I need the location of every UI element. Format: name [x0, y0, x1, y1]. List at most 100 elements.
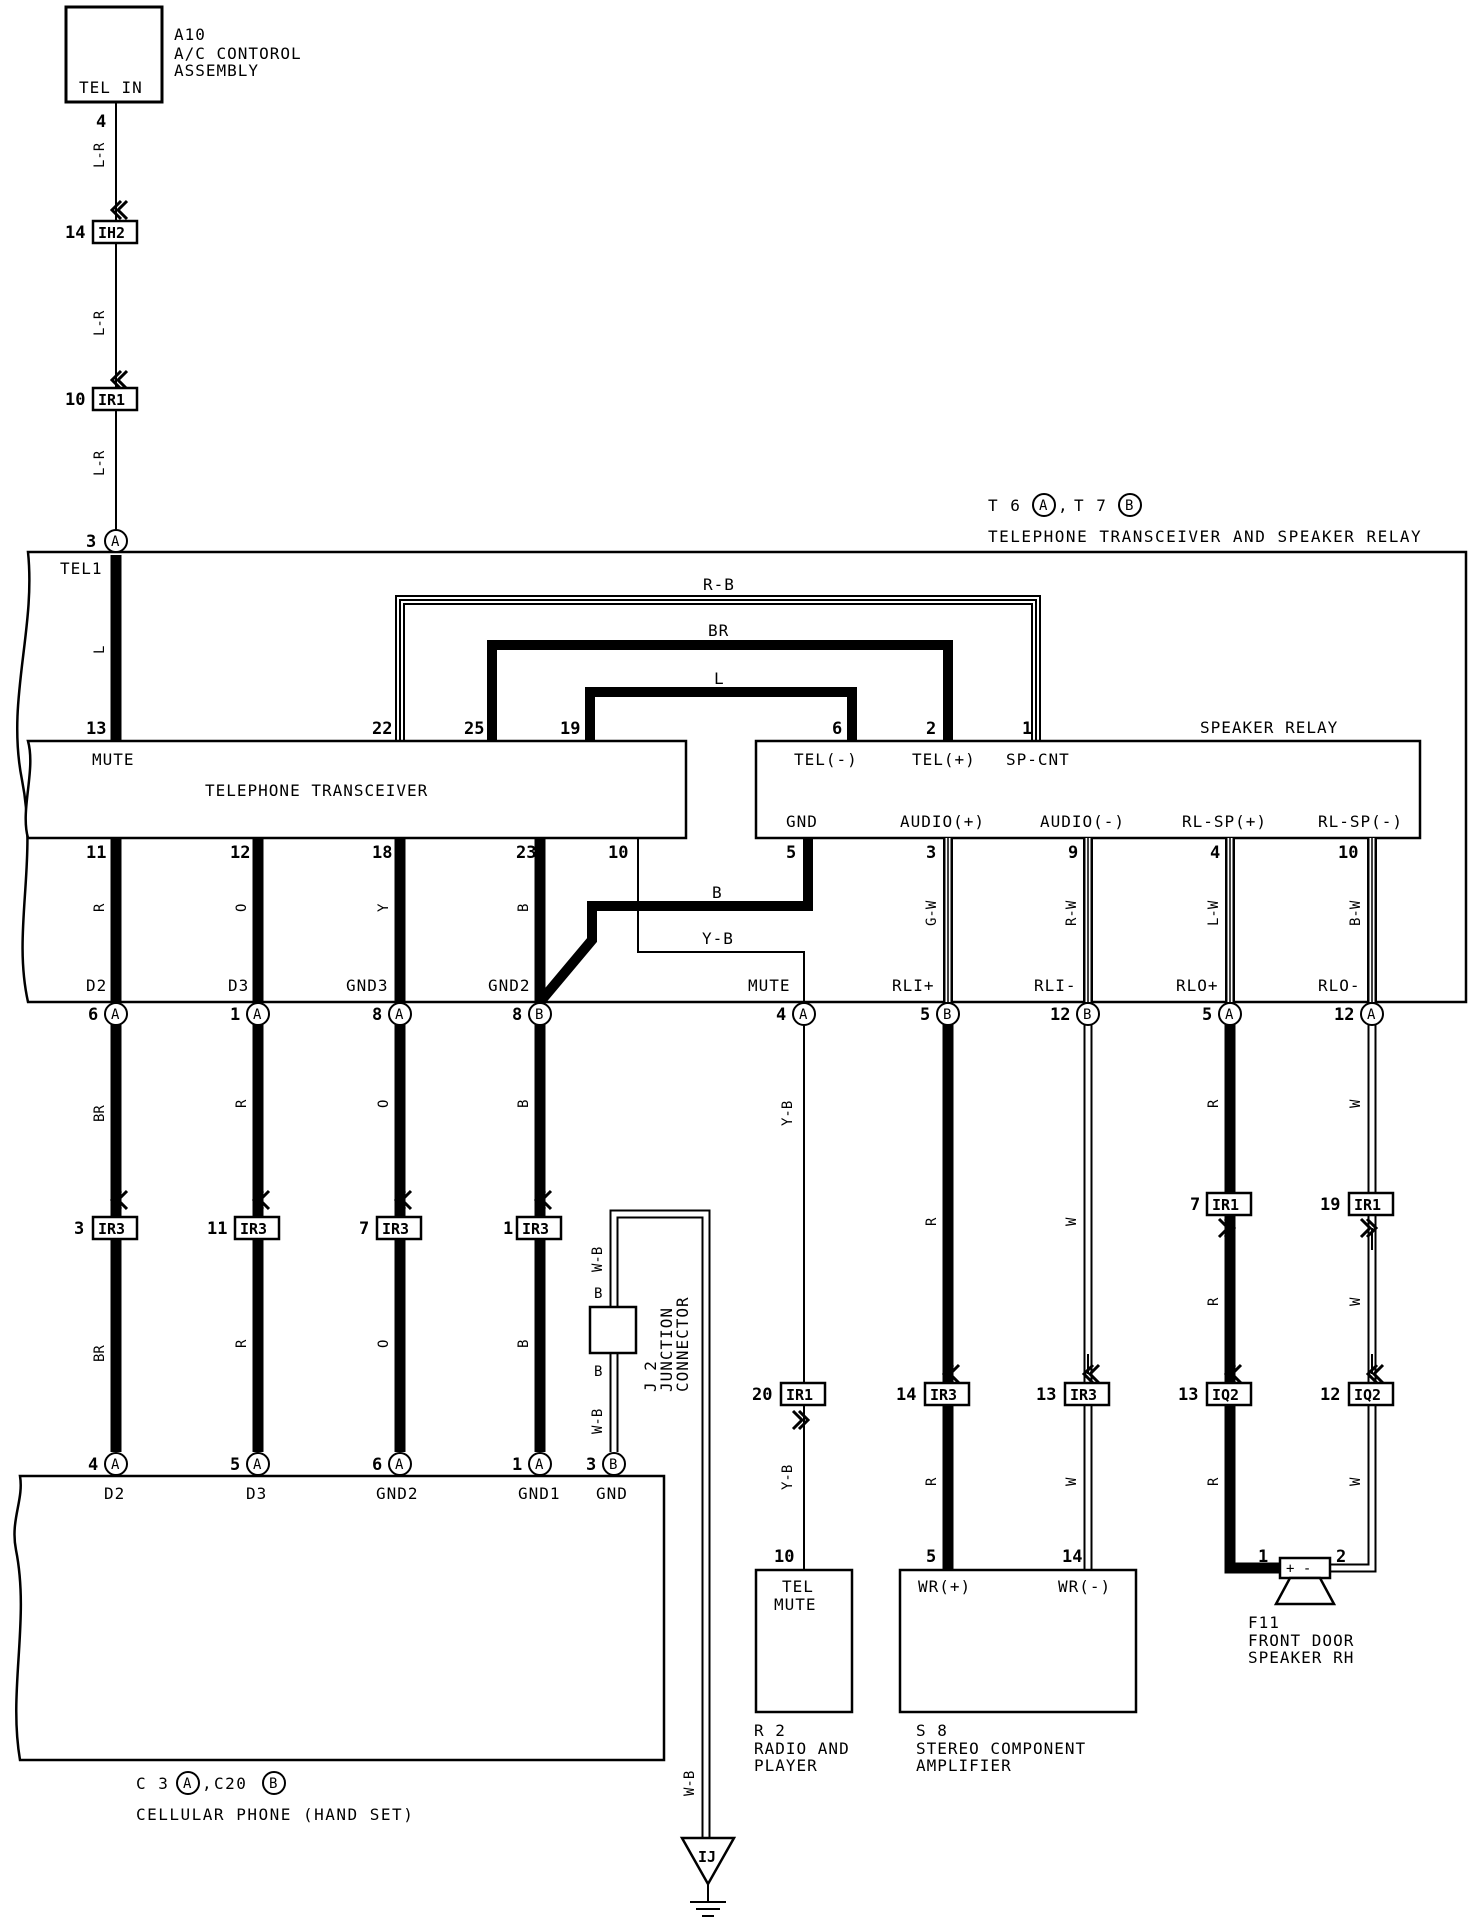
svg-text:R: R: [924, 1477, 940, 1486]
loop-br: BR: [487, 621, 953, 741]
transceiver-pin-10: 10: [608, 843, 628, 863]
svg-text:R: R: [1206, 1477, 1222, 1486]
j2-id: J 2: [641, 1360, 660, 1392]
svg-text:RLI+: RLI+: [892, 976, 935, 995]
svg-text:A: A: [395, 1007, 404, 1023]
svg-text:B: B: [516, 904, 532, 912]
wire-color-l-r-2: L-R: [92, 310, 108, 336]
t6-t7-box: [16, 550, 1468, 1004]
relay-pin-9: 9: [1068, 843, 1078, 863]
svg-text:11: 11: [207, 1219, 227, 1239]
svg-text:8: 8: [372, 1005, 382, 1025]
f11-speaker: R W IR1 7 IR1 19 R W IQ2 13 IQ2 12 R W 1…: [1178, 1099, 1395, 1667]
loop-l: L: [585, 669, 857, 741]
f11-name-line1: FRONT DOOR: [1248, 1631, 1354, 1650]
wire-color-l-r-1: L-R: [92, 142, 108, 168]
svg-text:6: 6: [88, 1005, 98, 1025]
transceiver-mute-label: MUTE: [92, 750, 135, 769]
connector-ir3-d3: IR3 11: [207, 1215, 281, 1241]
svg-text:Y: Y: [376, 903, 392, 912]
connector-ir3-gnd3: IR3 7: [359, 1215, 423, 1241]
svg-text:IR3: IR3: [1070, 1386, 1097, 1404]
svg-text:B: B: [609, 1457, 617, 1473]
svg-text:10: 10: [774, 1547, 794, 1567]
r2-id: R 2: [754, 1721, 786, 1740]
relay-pin-6: 6: [832, 719, 842, 739]
svg-text:O: O: [376, 1100, 392, 1108]
svg-text:A: A: [253, 1457, 262, 1473]
connector-ir1-rlo-plus: IR1 7: [1190, 1191, 1253, 1217]
svg-text:12: 12: [1050, 1005, 1070, 1025]
svg-text:MUTE: MUTE: [774, 1595, 817, 1614]
svg-text:R: R: [92, 903, 108, 912]
relay-rl-sp-plus: RL-SP(+): [1182, 812, 1267, 831]
relay-pin-1: 1: [1022, 719, 1032, 739]
svg-text:20: 20: [752, 1385, 772, 1405]
svg-text:GND2: GND2: [376, 1484, 419, 1503]
transceiver-pin-19: 19: [560, 719, 580, 739]
transceiver-pin-12: 12: [230, 843, 250, 863]
svg-text:B-W: B-W: [1348, 900, 1364, 926]
connector-ih2-pin: 14: [65, 223, 85, 243]
svg-text:5: 5: [230, 1455, 240, 1475]
cellular-phone-box: [13, 1474, 666, 1762]
svg-text:BR: BR: [92, 1105, 108, 1122]
svg-text:1: 1: [512, 1455, 522, 1475]
loop-b-label: B: [712, 883, 723, 902]
relay-tel-minus: TEL(-): [794, 750, 858, 769]
svg-text:3: 3: [74, 1219, 84, 1239]
svg-text:IH2: IH2: [98, 224, 125, 242]
svg-text:WR(-): WR(-): [1058, 1577, 1111, 1596]
svg-text:GND3: GND3: [346, 976, 389, 995]
connector-ir3-wr-plus: IR3 14: [896, 1381, 971, 1407]
svg-text:IR3: IR3: [382, 1220, 409, 1238]
svg-text:8: 8: [512, 1005, 522, 1025]
svg-text:12: 12: [1320, 1385, 1340, 1405]
c3-pin-3b: B 3 GND: [586, 1452, 627, 1503]
pin-4a: A 4: [776, 1002, 816, 1026]
svg-text:5: 5: [920, 1005, 930, 1025]
external-wires: [109, 1014, 1385, 1574]
t6-title-circle-a: A: [1039, 498, 1048, 514]
svg-text:4: 4: [88, 1455, 98, 1475]
loop-b: B: [536, 838, 813, 1006]
svg-text:Y-B: Y-B: [780, 1101, 796, 1126]
svg-text:B: B: [516, 1340, 532, 1348]
svg-text:B: B: [535, 1007, 543, 1023]
svg-text:5: 5: [926, 1547, 936, 1567]
svg-text:+ -: + -: [1286, 1561, 1311, 1577]
svg-text:O: O: [234, 904, 250, 912]
svg-text:4: 4: [776, 1005, 786, 1025]
t6-title-name: TELEPHONE TRANSCEIVER AND SPEAKER RELAY: [988, 527, 1422, 546]
svg-text:C20: C20: [214, 1774, 247, 1793]
transceiver-name: TELEPHONE TRANSCEIVER: [205, 781, 428, 800]
loop-l-label: L: [714, 669, 725, 688]
svg-text:GND1: GND1: [518, 1484, 561, 1503]
relay-audio-minus: AUDIO(-): [1040, 812, 1125, 831]
svg-text:W: W: [1348, 1099, 1364, 1108]
svg-text:W: W: [1348, 1297, 1364, 1306]
svg-text:IR3: IR3: [930, 1386, 957, 1404]
svg-text:R: R: [234, 1339, 250, 1348]
t6-t7-title: T 6 A , T 7 B TELEPHONE TRANSCEIVER AND …: [988, 493, 1422, 546]
svg-text:IQ2: IQ2: [1354, 1386, 1381, 1404]
tel1-pin: A 3 TEL1: [60, 529, 128, 578]
svg-text:RLI-: RLI-: [1034, 976, 1077, 995]
relay-pin-10: 10: [1338, 843, 1358, 863]
relay-sp-cnt: SP-CNT: [1006, 750, 1070, 769]
svg-text:R-W: R-W: [1064, 900, 1080, 926]
f11-id: F11: [1248, 1613, 1280, 1632]
svg-text:G-W: G-W: [924, 900, 940, 926]
svg-text:19: 19: [1320, 1195, 1340, 1215]
loop-r-b: R-B: [395, 575, 1041, 741]
svg-text:L-W: L-W: [1206, 900, 1222, 926]
c3-name: CELLULAR PHONE (HAND SET): [136, 1805, 414, 1824]
j2-name-line1: JUNCTION: [657, 1307, 676, 1392]
relay-pin-3: 3: [926, 843, 936, 863]
a10-pin: 4: [96, 112, 106, 132]
pin-12a: A 12: [1334, 1002, 1384, 1026]
speaker-icon: + -: [1273, 1556, 1337, 1606]
connector-ir1-top: IR1 10: [65, 386, 139, 412]
connector-ir1-top-pin: 10: [65, 390, 85, 410]
